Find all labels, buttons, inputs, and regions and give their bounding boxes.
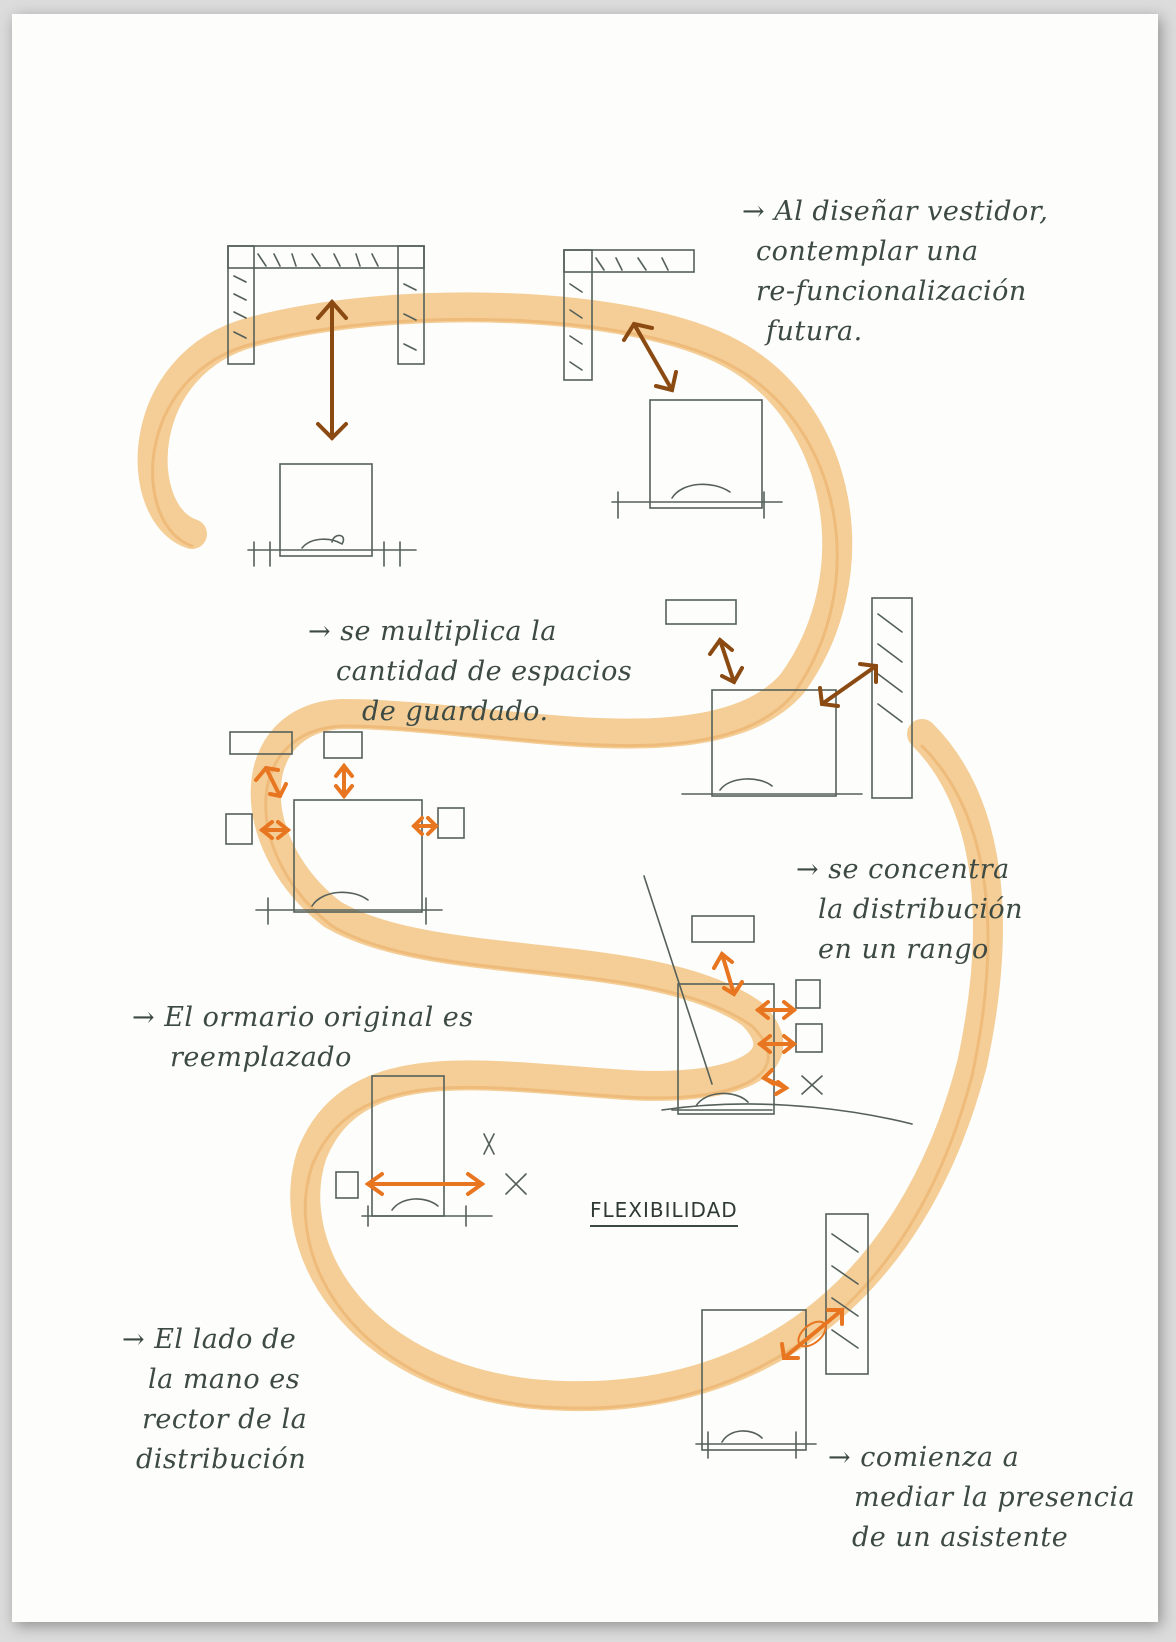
- note-line: de un asistente: [852, 1522, 1069, 1553]
- diagram-title: FLEXIBILIDAD: [590, 1198, 738, 1227]
- note-line: futura.: [766, 316, 863, 347]
- note-ormario: → El ormario original es reemplazado: [132, 998, 474, 1078]
- note-comienza: → comienza a mediar la presencia de un a…: [828, 1438, 1135, 1558]
- pencil-plans: [225, 245, 913, 1459]
- note-line: → El ormario original es: [132, 1002, 474, 1033]
- orange-arrows: [254, 762, 844, 1360]
- note-line: → se multiplica la: [308, 616, 557, 647]
- note-line: → Al diseñar vestidor,: [742, 196, 1049, 227]
- note-multiplica: → se multiplica la cantidad de espacios …: [308, 612, 632, 732]
- note-concentra: → se concentra la distribución en un ran…: [796, 850, 1023, 970]
- orange-ribbon: [137, 292, 1003, 1412]
- note-line: de guardado.: [362, 696, 549, 727]
- sketch-sheet: → Al diseñar vestidor, contemplar una re…: [12, 14, 1158, 1622]
- note-line: cantidad de espacios: [336, 656, 633, 687]
- closet-plan-middle-right: [665, 599, 863, 797]
- note-line: distribución: [136, 1444, 307, 1475]
- note-line: en un rango: [818, 934, 989, 965]
- closet-plan-center-right: [643, 875, 913, 1125]
- note-line: mediar la presencia: [854, 1482, 1136, 1513]
- note-line: rector de la: [142, 1404, 308, 1435]
- note-line: re-funcionalización: [756, 276, 1027, 307]
- note-line: contemplar una: [756, 236, 979, 267]
- note-top-right: → Al diseñar vestidor, contemplar una re…: [742, 192, 1048, 352]
- note-line: la mano es: [148, 1364, 301, 1395]
- closet-plan-middle-left: [225, 731, 465, 925]
- closet-plan-top-right: [563, 249, 783, 519]
- closet-plan-bottom-left: [335, 1075, 527, 1227]
- note-line: → comienza a: [828, 1442, 1020, 1473]
- dark-arrows: [316, 298, 878, 708]
- closet-plan-bottom-right: [695, 1213, 869, 1459]
- flexibility-diagram: [137, 245, 1003, 1459]
- note-line: reemplazado: [170, 1042, 352, 1073]
- note-line: → se concentra: [796, 854, 1010, 885]
- note-line: → El lado de: [122, 1324, 297, 1355]
- shelf-plan-right: [871, 597, 913, 799]
- closet-plan-top-left: [227, 245, 425, 567]
- note-line: la distribución: [818, 894, 1024, 925]
- note-lado: → El lado de la mano es rector de la dis…: [122, 1320, 307, 1480]
